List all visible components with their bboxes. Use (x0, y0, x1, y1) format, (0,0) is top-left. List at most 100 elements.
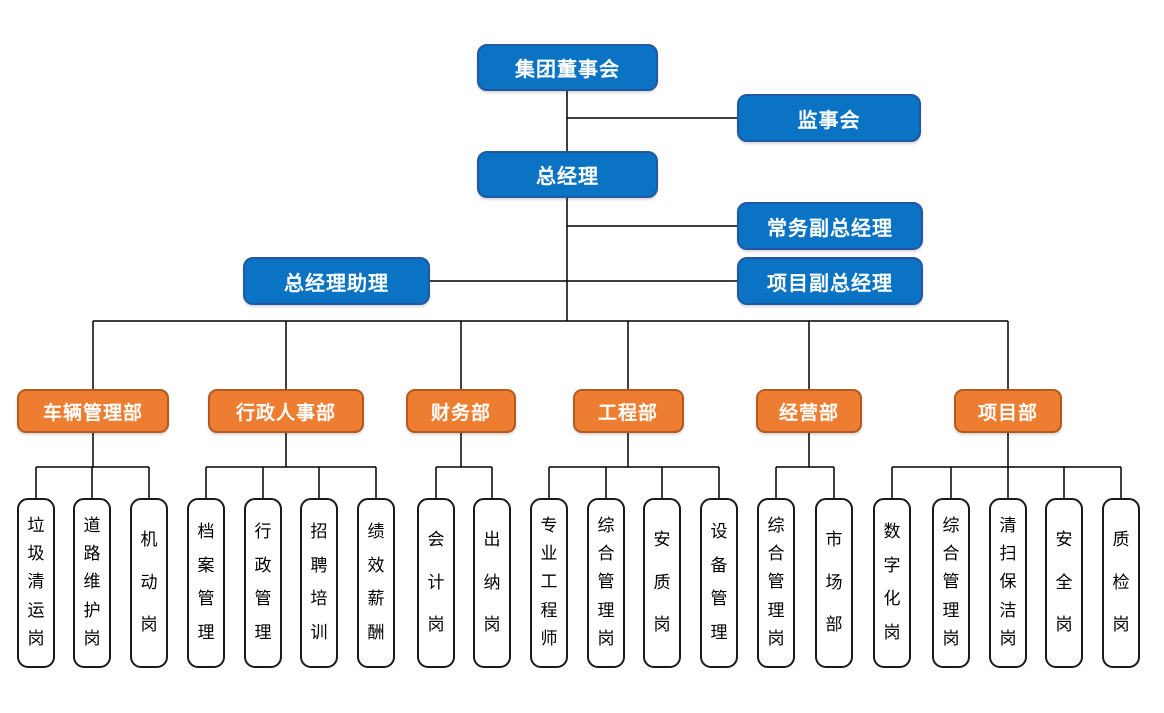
position-node: 数字化岗 (873, 498, 911, 668)
position-node: 综合管理岗 (587, 498, 625, 668)
position-char: 工 (540, 572, 558, 593)
node-board: 集团董事会 (477, 44, 658, 91)
position-char: 案 (197, 555, 215, 576)
position-char: 路 (83, 544, 101, 565)
position-char: 管 (254, 589, 272, 610)
position-char: 字 (883, 555, 901, 576)
position-node: 机动岗 (130, 498, 168, 668)
position-char: 理 (597, 600, 615, 621)
position-char: 理 (254, 623, 272, 644)
department-node: 车辆管理部 (17, 389, 169, 433)
position-node: 市场部 (815, 498, 853, 668)
position-char: 安 (1055, 530, 1073, 551)
position-char: 岗 (999, 628, 1017, 649)
position-char: 专 (540, 516, 558, 537)
position-char: 纳 (483, 572, 501, 593)
position-char: 行 (254, 521, 272, 542)
position-char: 质 (653, 572, 671, 593)
department-node: 行政人事部 (208, 389, 364, 433)
position-node: 综合管理岗 (757, 498, 795, 668)
position-node: 道路维护岗 (73, 498, 111, 668)
position-char: 合 (942, 544, 960, 565)
position-char: 岗 (1112, 614, 1130, 635)
position-char: 机 (140, 530, 158, 551)
position-char: 岗 (942, 628, 960, 649)
position-char: 岗 (27, 628, 45, 649)
position-char: 岗 (483, 614, 501, 635)
position-char: 绩 (367, 521, 385, 542)
position-node: 设备管理 (700, 498, 738, 668)
position-char: 数 (883, 521, 901, 542)
node-executive-deputy-gm: 常务副总经理 (737, 202, 923, 250)
position-char: 理 (942, 600, 960, 621)
position-char: 岗 (140, 614, 158, 635)
position-char: 程 (540, 600, 558, 621)
node-project-deputy-gm: 项目副总经理 (737, 257, 923, 305)
position-char: 训 (310, 623, 328, 644)
position-char: 管 (942, 572, 960, 593)
department-node: 经营部 (756, 389, 862, 433)
position-char: 设 (710, 521, 728, 542)
position-char: 洁 (999, 600, 1017, 621)
position-char: 档 (197, 521, 215, 542)
position-char: 备 (710, 555, 728, 576)
position-char: 聘 (310, 555, 328, 576)
position-node: 专业工程师 (530, 498, 568, 668)
position-char: 市 (825, 530, 843, 551)
position-char: 效 (367, 555, 385, 576)
department-node: 财务部 (406, 389, 516, 433)
position-char: 培 (310, 589, 328, 610)
position-char: 护 (83, 600, 101, 621)
position-node: 行政管理 (244, 498, 282, 668)
position-char: 岗 (653, 614, 671, 635)
position-char: 垃 (27, 516, 45, 537)
department-node: 工程部 (572, 389, 684, 433)
position-char: 师 (540, 628, 558, 649)
position-char: 清 (999, 516, 1017, 537)
position-char: 招 (310, 521, 328, 542)
position-node: 招聘培训 (300, 498, 338, 668)
position-char: 扫 (999, 544, 1017, 565)
position-char: 维 (83, 572, 101, 593)
position-char: 业 (540, 544, 558, 565)
position-node: 安全岗 (1045, 498, 1083, 668)
position-char: 安 (653, 530, 671, 551)
position-char: 全 (1055, 572, 1073, 593)
position-char: 圾 (27, 544, 45, 565)
position-char: 岗 (767, 628, 785, 649)
position-node: 综合管理岗 (932, 498, 970, 668)
position-char: 管 (767, 572, 785, 593)
position-char: 岗 (1055, 614, 1073, 635)
position-char: 岗 (427, 614, 445, 635)
node-gm-assistant: 总经理助理 (243, 257, 430, 305)
position-char: 化 (883, 589, 901, 610)
position-node: 安质岗 (643, 498, 681, 668)
position-char: 管 (597, 572, 615, 593)
position-char: 道 (83, 516, 101, 537)
position-node: 出纳岗 (473, 498, 511, 668)
position-char: 合 (597, 544, 615, 565)
position-node: 垃圾清运岗 (17, 498, 55, 668)
position-char: 薪 (367, 589, 385, 610)
node-supervisory-board: 监事会 (737, 94, 921, 142)
position-char: 综 (597, 516, 615, 537)
position-char: 理 (767, 600, 785, 621)
position-char: 理 (710, 623, 728, 644)
position-char: 检 (1112, 572, 1130, 593)
node-general-manager: 总经理 (477, 151, 658, 198)
position-char: 出 (483, 530, 501, 551)
position-char: 运 (27, 600, 45, 621)
position-char: 岗 (83, 628, 101, 649)
position-char: 理 (197, 623, 215, 644)
department-node: 项目部 (954, 389, 1062, 433)
position-node: 绩效薪酬 (357, 498, 395, 668)
position-char: 岗 (883, 623, 901, 644)
position-char: 清 (27, 572, 45, 593)
position-node: 会计岗 (417, 498, 455, 668)
position-char: 保 (999, 572, 1017, 593)
position-node: 质检岗 (1102, 498, 1140, 668)
position-char: 酬 (367, 623, 385, 644)
position-char: 部 (825, 614, 843, 635)
